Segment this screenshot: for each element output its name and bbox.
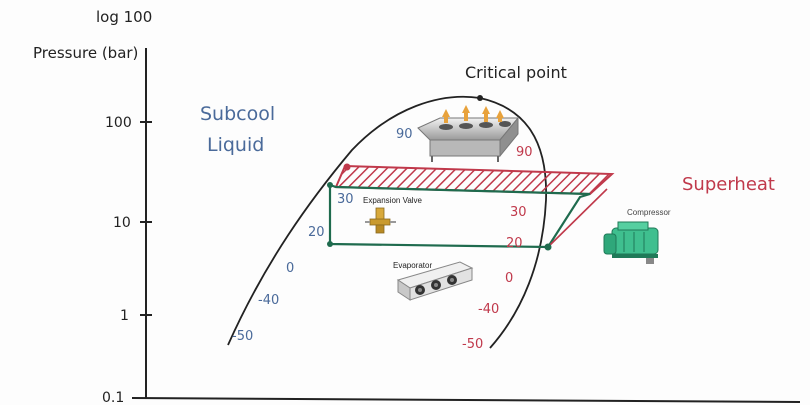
compressor-icon xyxy=(603,221,659,264)
cycle-loop xyxy=(328,183,591,249)
compressor-label: Compressor xyxy=(627,208,671,217)
compression-line xyxy=(547,188,608,248)
expansion-valve-label: Expansion Valve xyxy=(363,196,423,205)
vapor-temp-90: 90 xyxy=(516,145,533,160)
expansion-valve-icon xyxy=(365,207,396,234)
liquid-temp-30: 30 xyxy=(337,192,354,207)
critical-point-label: Critical point xyxy=(465,63,567,82)
x-axis xyxy=(131,397,801,403)
y-axis-label: Pressure (bar) xyxy=(33,44,138,62)
cycle-point-3 xyxy=(544,243,552,251)
evaporator-label: Evaporator xyxy=(393,261,432,270)
y-tick-label-0-1: 0.1 xyxy=(102,390,124,405)
superheat-label: Superheat xyxy=(682,174,775,195)
vapor-temp-20: 20 xyxy=(506,236,523,251)
cycle-point-1 xyxy=(327,182,333,188)
liquid-label: Liquid xyxy=(207,134,264,156)
vapor-temp-30: 30 xyxy=(510,205,527,220)
liquid-temp-minus40: -40 xyxy=(258,293,279,308)
vapor-temp-minus40: -40 xyxy=(478,302,499,317)
y-tick-label-10: 10 xyxy=(113,215,131,231)
y-tick-label-100: 100 xyxy=(105,115,132,131)
liquid-temp-20: 20 xyxy=(308,225,325,240)
liquid-temp-90: 90 xyxy=(396,127,413,142)
liquid-temp-minus50: -50 xyxy=(232,329,253,344)
critical-point-marker xyxy=(477,95,483,101)
vapor-temp-minus50: -50 xyxy=(462,337,483,352)
evaporator-icon xyxy=(396,261,474,301)
subcool-label: Subcool xyxy=(200,103,275,125)
y-tick-label-1: 1 xyxy=(120,308,129,324)
cycle-point-2 xyxy=(327,241,333,247)
liquid-temp-0: 0 xyxy=(286,261,294,276)
y-axis-label-log: log 100 xyxy=(96,8,152,26)
condenser-unit-icon xyxy=(417,105,520,162)
cycle-point-4 xyxy=(343,163,351,171)
vapor-temp-0: 0 xyxy=(505,271,513,286)
